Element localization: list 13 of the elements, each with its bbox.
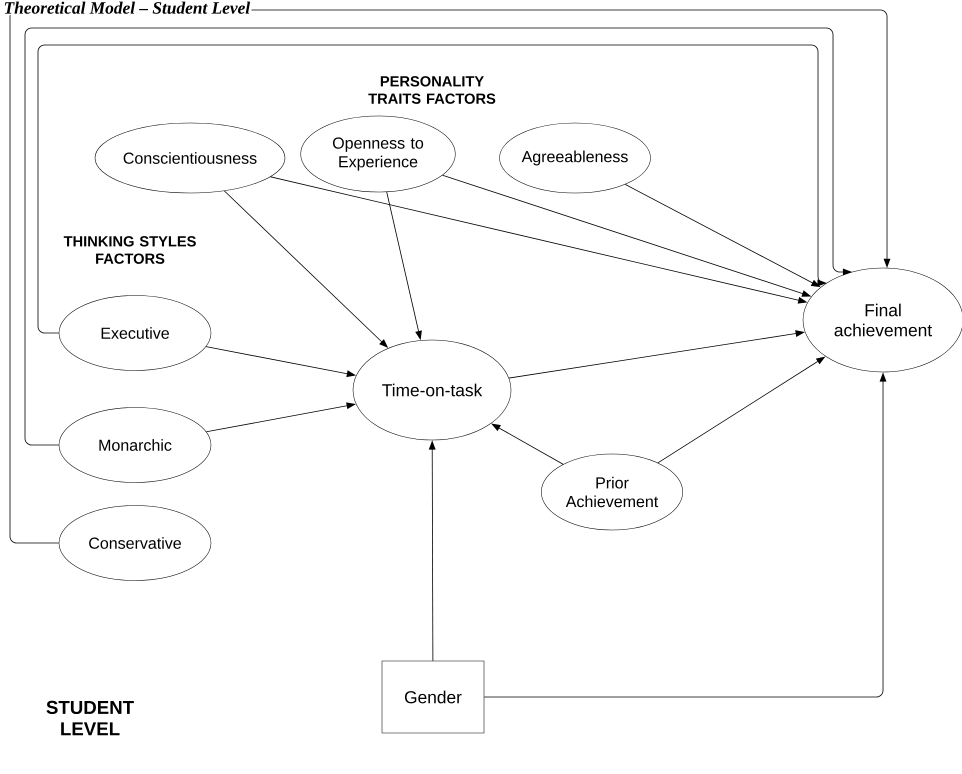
- ellipse-node: Conservative: [58, 505, 212, 581]
- ellipse-node: Agreeableness: [499, 122, 651, 194]
- ellipse-node: Time-on-task: [352, 340, 512, 440]
- group-heading: STUDENT LEVEL: [46, 700, 134, 736]
- title: Theoretical Model – Student Level: [2, 0, 252, 16]
- ellipse-node: Openness to Experience: [300, 116, 456, 192]
- ellipse-node: Executive: [58, 295, 212, 371]
- group-heading: PERSONALITY TRAITS FACTORS: [368, 76, 496, 104]
- ellipse-node: Monarchic: [58, 407, 212, 483]
- group-heading: THINKING STYLES FACTORS: [64, 236, 196, 264]
- rectangle-node: Gender: [382, 660, 484, 734]
- ellipse-node: Prior Achievement: [541, 454, 683, 530]
- ellipse-node: Conscientiousness: [94, 122, 286, 194]
